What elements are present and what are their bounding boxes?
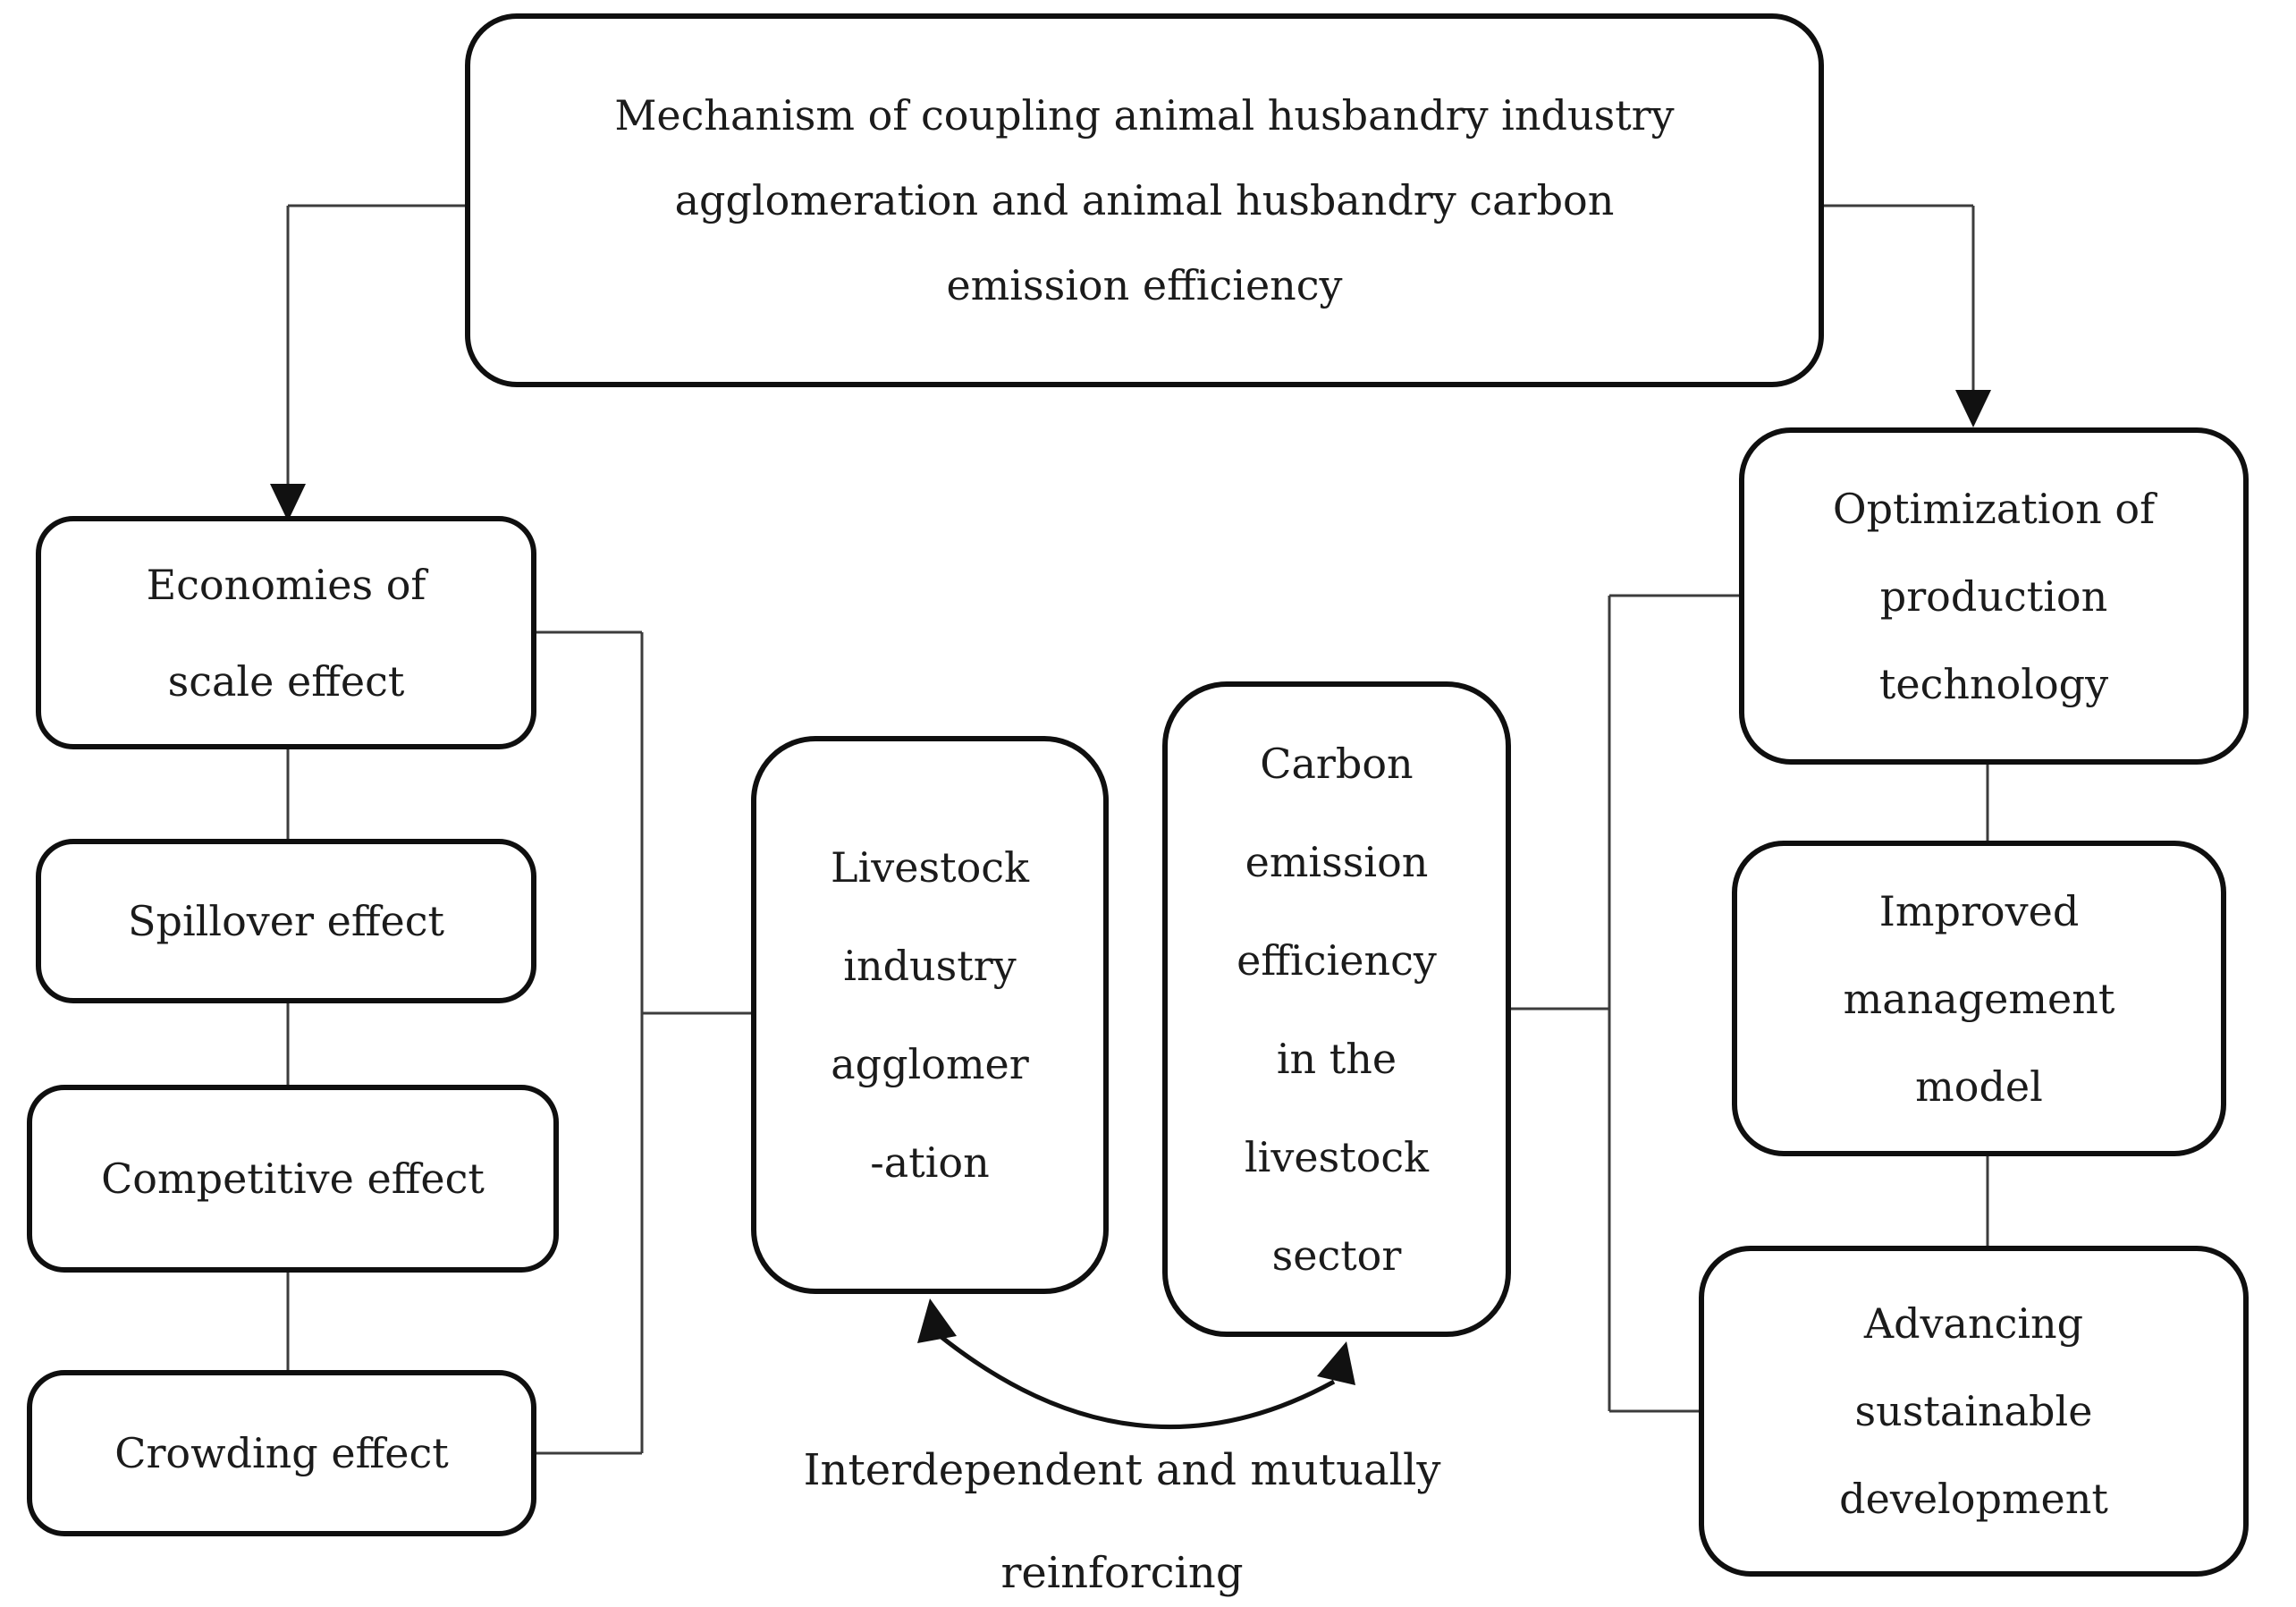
box-livestock-text: Livestock industry agglomer -ation [831,843,1029,1187]
arrowhead-into-livestock [917,1298,957,1343]
box-carbon-text: Carbon emission efficiency in the livest… [1237,739,1437,1280]
box-mechanism-title: Mechanism of coupling animal husbandry i… [465,13,1824,387]
connector-title-to-optimization [1813,204,1975,393]
caption-interdependent: Interdependent and mutually reinforcing [803,1445,1441,1598]
box-crowding-text: Crowding effect [114,1429,449,1477]
box-advancing-sustainable-development: Advancing sustainable development [1699,1246,2249,1577]
arrowhead-into-carbon [1317,1341,1355,1385]
box-optimization-production-technology: Optimization of production technology [1739,427,2249,765]
double-arrow-curve [936,1332,1336,1429]
box-improved-management-model: Improved management model [1732,841,2226,1156]
arrowhead-into-optimization [1955,390,1991,427]
box-mechanism-title-text: Mechanism of coupling animal husbandry i… [614,90,1675,309]
box-crowding-effect: Crowding effect [27,1370,536,1536]
bracket-carbon-to-outcomes [1511,594,1739,1413]
box-livestock-industry-agglomeration: Livestock industry agglomer -ation [751,736,1109,1294]
bracket-left-effects-to-livestock [536,630,751,1455]
box-competitive-text: Competitive effect [101,1155,485,1203]
box-spillover-effect: Spillover effect [36,839,536,1003]
box-improved-text: Improved management model [1843,886,2115,1111]
box-advancing-text: Advancing sustainable development [1839,1299,2108,1523]
connector-title-to-economies [286,204,465,487]
box-competitive-effect: Competitive effect [27,1085,559,1273]
box-economies-of-scale-effect: Economies of scale effect [36,516,536,749]
arrowhead-into-economies [270,484,306,521]
box-optimization-text: Optimization of production technology [1832,484,2156,708]
box-economies-text: Economies of scale effect [146,560,426,706]
box-spillover-text: Spillover effect [128,897,444,945]
box-carbon-emission-efficiency: Carbon emission efficiency in the livest… [1162,681,1511,1337]
